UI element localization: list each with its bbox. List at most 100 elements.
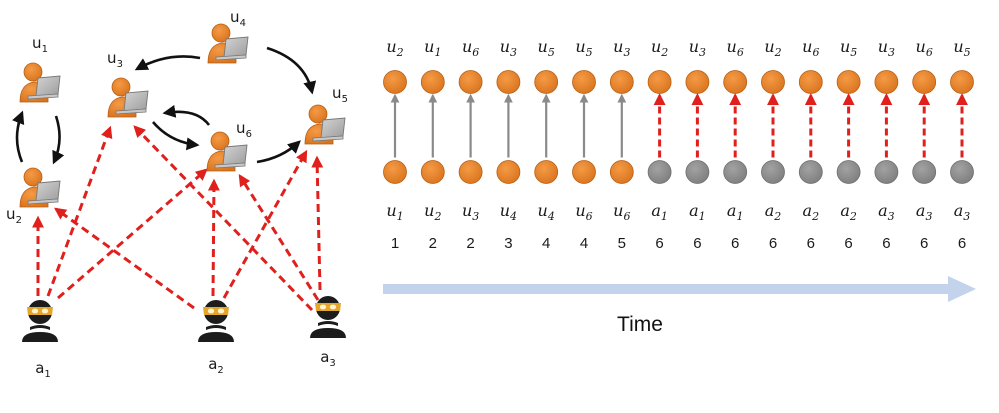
event-destination-label: u1	[424, 37, 441, 59]
user-source-node	[458, 160, 483, 184]
user-laptop-icon-u1	[19, 62, 61, 103]
destination-node	[383, 70, 407, 94]
event-source-label: a2	[803, 201, 820, 223]
destination-node	[572, 70, 596, 94]
event-time-step: 6	[844, 235, 852, 252]
event-time-step: 6	[769, 235, 777, 252]
user-label-u2: u2	[6, 205, 22, 226]
attack-edge-a3-u5	[311, 155, 324, 291]
event-time-step: 4	[580, 235, 588, 252]
event-destination-label: u6	[916, 37, 933, 59]
attack-edge-a3-u3	[133, 125, 314, 312]
event-source-label: a3	[916, 201, 933, 223]
event-time-step: 6	[920, 235, 928, 252]
destination-node	[609, 70, 634, 94]
timeline-event: u6 a3 6	[912, 37, 937, 252]
attacker-source-node	[836, 160, 861, 184]
attacker-source-node	[874, 160, 899, 184]
destination-node	[798, 70, 823, 94]
event-destination-label: u6	[802, 37, 819, 59]
attack-edge-a1-u3	[46, 125, 113, 297]
attack-edge-a2-u5	[222, 149, 308, 299]
event-source-label: u6	[575, 201, 592, 223]
event-source-label: a1	[651, 201, 668, 223]
attack-edge-a2-u2	[54, 207, 195, 310]
user-label-u3: u3	[107, 49, 123, 70]
attack-edge-a3-u6	[238, 173, 320, 301]
time-arrow	[383, 276, 976, 302]
timeline-event: u6 u3 2	[458, 37, 483, 252]
destination-node	[912, 70, 937, 94]
user-source-node	[420, 160, 445, 184]
event-source-label: a1	[689, 201, 706, 223]
event-destination-label: u2	[651, 37, 668, 59]
event-time-step: 4	[542, 235, 550, 252]
timeline-event: u5 u4 4	[534, 37, 559, 252]
event-source-label: a2	[765, 201, 782, 223]
attacker-ninja-icon-a2	[198, 300, 234, 342]
destination-node	[761, 70, 785, 94]
event-destination-label: u6	[462, 37, 479, 59]
event-destination-label: u6	[727, 37, 744, 59]
interaction-edge-u6-u3	[162, 104, 211, 126]
attack-edge-a2-u6	[207, 178, 220, 297]
event-time-step: 6	[731, 235, 739, 252]
event-source-label: u1	[386, 201, 403, 223]
destination-node	[534, 70, 559, 94]
destination-node	[458, 70, 483, 94]
timeline-event: u3 a3 6	[874, 37, 899, 252]
normal-edges	[12, 46, 317, 165]
user-label-u6: u6	[236, 119, 252, 140]
user-source-node	[383, 160, 407, 184]
time-axis-label: Time	[617, 313, 663, 336]
user-laptop-icon-u6	[206, 131, 248, 172]
event-destination-label: u2	[386, 37, 403, 59]
event-source-label: u6	[613, 201, 630, 223]
interaction-edge-u4-u5	[266, 46, 317, 95]
attacker-source-node	[950, 160, 974, 184]
attacker-ninja-icon-a1	[22, 300, 58, 342]
attack-edge-a1-u6	[57, 168, 208, 300]
event-time-step: 6	[882, 235, 890, 252]
attacker-source-node	[798, 160, 823, 184]
event-source-label: a3	[954, 201, 971, 223]
event-time-step: 6	[655, 235, 663, 252]
user-laptop-icon-u3	[107, 77, 149, 118]
user-source-node	[496, 160, 521, 184]
event-destination-label: u3	[613, 37, 630, 59]
interaction-edge-u2-u1	[12, 110, 25, 163]
event-source-label: u3	[462, 201, 479, 223]
attacker-label-a1: a1	[35, 359, 51, 380]
event-time-step: 3	[504, 235, 512, 252]
timeline-event: u2 a1 6	[647, 37, 672, 252]
user-source-node	[534, 160, 559, 184]
event-source-label: u4	[538, 201, 555, 223]
user-label-u4: u4	[230, 8, 246, 29]
event-destination-label: u3	[878, 37, 895, 59]
user-laptop-icon-u2	[19, 167, 61, 208]
event-time-step: 2	[466, 235, 474, 252]
attacker-ninja-icon-a3	[310, 296, 346, 338]
event-source-label: a3	[878, 201, 895, 223]
user-label-u1: u1	[32, 34, 48, 55]
destination-node	[836, 70, 861, 94]
event-time-step: 1	[391, 235, 399, 252]
event-time-step: 2	[429, 235, 437, 252]
attacker-source-node	[647, 160, 672, 184]
destination-node	[647, 70, 672, 94]
time-axis: Time	[383, 276, 976, 336]
event-destination-label: u5	[538, 37, 555, 59]
interaction-edge-u3-u6	[152, 121, 200, 151]
destination-node	[420, 70, 445, 94]
event-time-step: 6	[958, 235, 966, 252]
user-laptop-icon-u4	[207, 23, 249, 64]
